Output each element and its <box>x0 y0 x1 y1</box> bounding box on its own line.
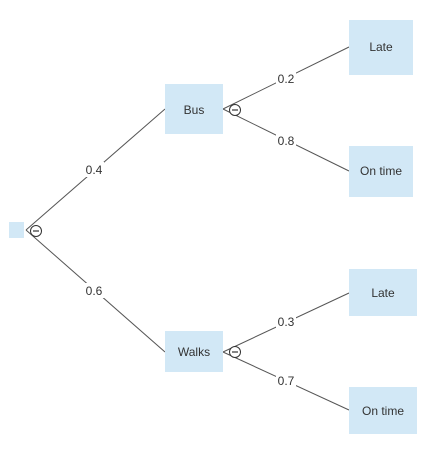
node-bus-ontime[interactable]: On time <box>349 146 413 197</box>
node-bus-late-label: Late <box>369 40 393 54</box>
svg-text:0.3: 0.3 <box>278 315 295 329</box>
collapse-toggle-root[interactable] <box>30 225 42 237</box>
node-walks[interactable]: Walks <box>165 331 223 372</box>
prob-label-bus-late: 0.2 <box>276 71 296 86</box>
node-walks-label: Walks <box>178 345 210 359</box>
node-bus-ontime-label: On time <box>360 164 402 178</box>
prob-label-walks: 0.6 <box>84 283 104 298</box>
node-walks-ontime-label: On time <box>362 404 404 418</box>
node-walks-late[interactable]: Late <box>349 269 417 316</box>
node-bus[interactable]: Bus <box>165 84 223 134</box>
node-walks-ontime[interactable]: On time <box>349 387 417 434</box>
collapse-toggle-bus[interactable] <box>229 104 241 116</box>
svg-text:0.6: 0.6 <box>86 284 103 298</box>
node-bus-label: Bus <box>184 103 205 117</box>
svg-text:0.7: 0.7 <box>278 374 295 388</box>
prob-label-bus: 0.4 <box>84 162 104 177</box>
svg-text:0.8: 0.8 <box>278 134 295 148</box>
prob-label-walks-late: 0.3 <box>276 314 296 329</box>
node-walks-late-label: Late <box>371 286 395 300</box>
svg-text:0.2: 0.2 <box>278 72 295 86</box>
root-node[interactable] <box>9 222 24 238</box>
collapse-toggle-walks[interactable] <box>229 346 241 358</box>
node-bus-late[interactable]: Late <box>349 20 413 75</box>
svg-text:0.4: 0.4 <box>86 163 103 177</box>
prob-label-walks-ontime: 0.7 <box>276 373 296 388</box>
prob-label-bus-ontime: 0.8 <box>276 133 296 148</box>
